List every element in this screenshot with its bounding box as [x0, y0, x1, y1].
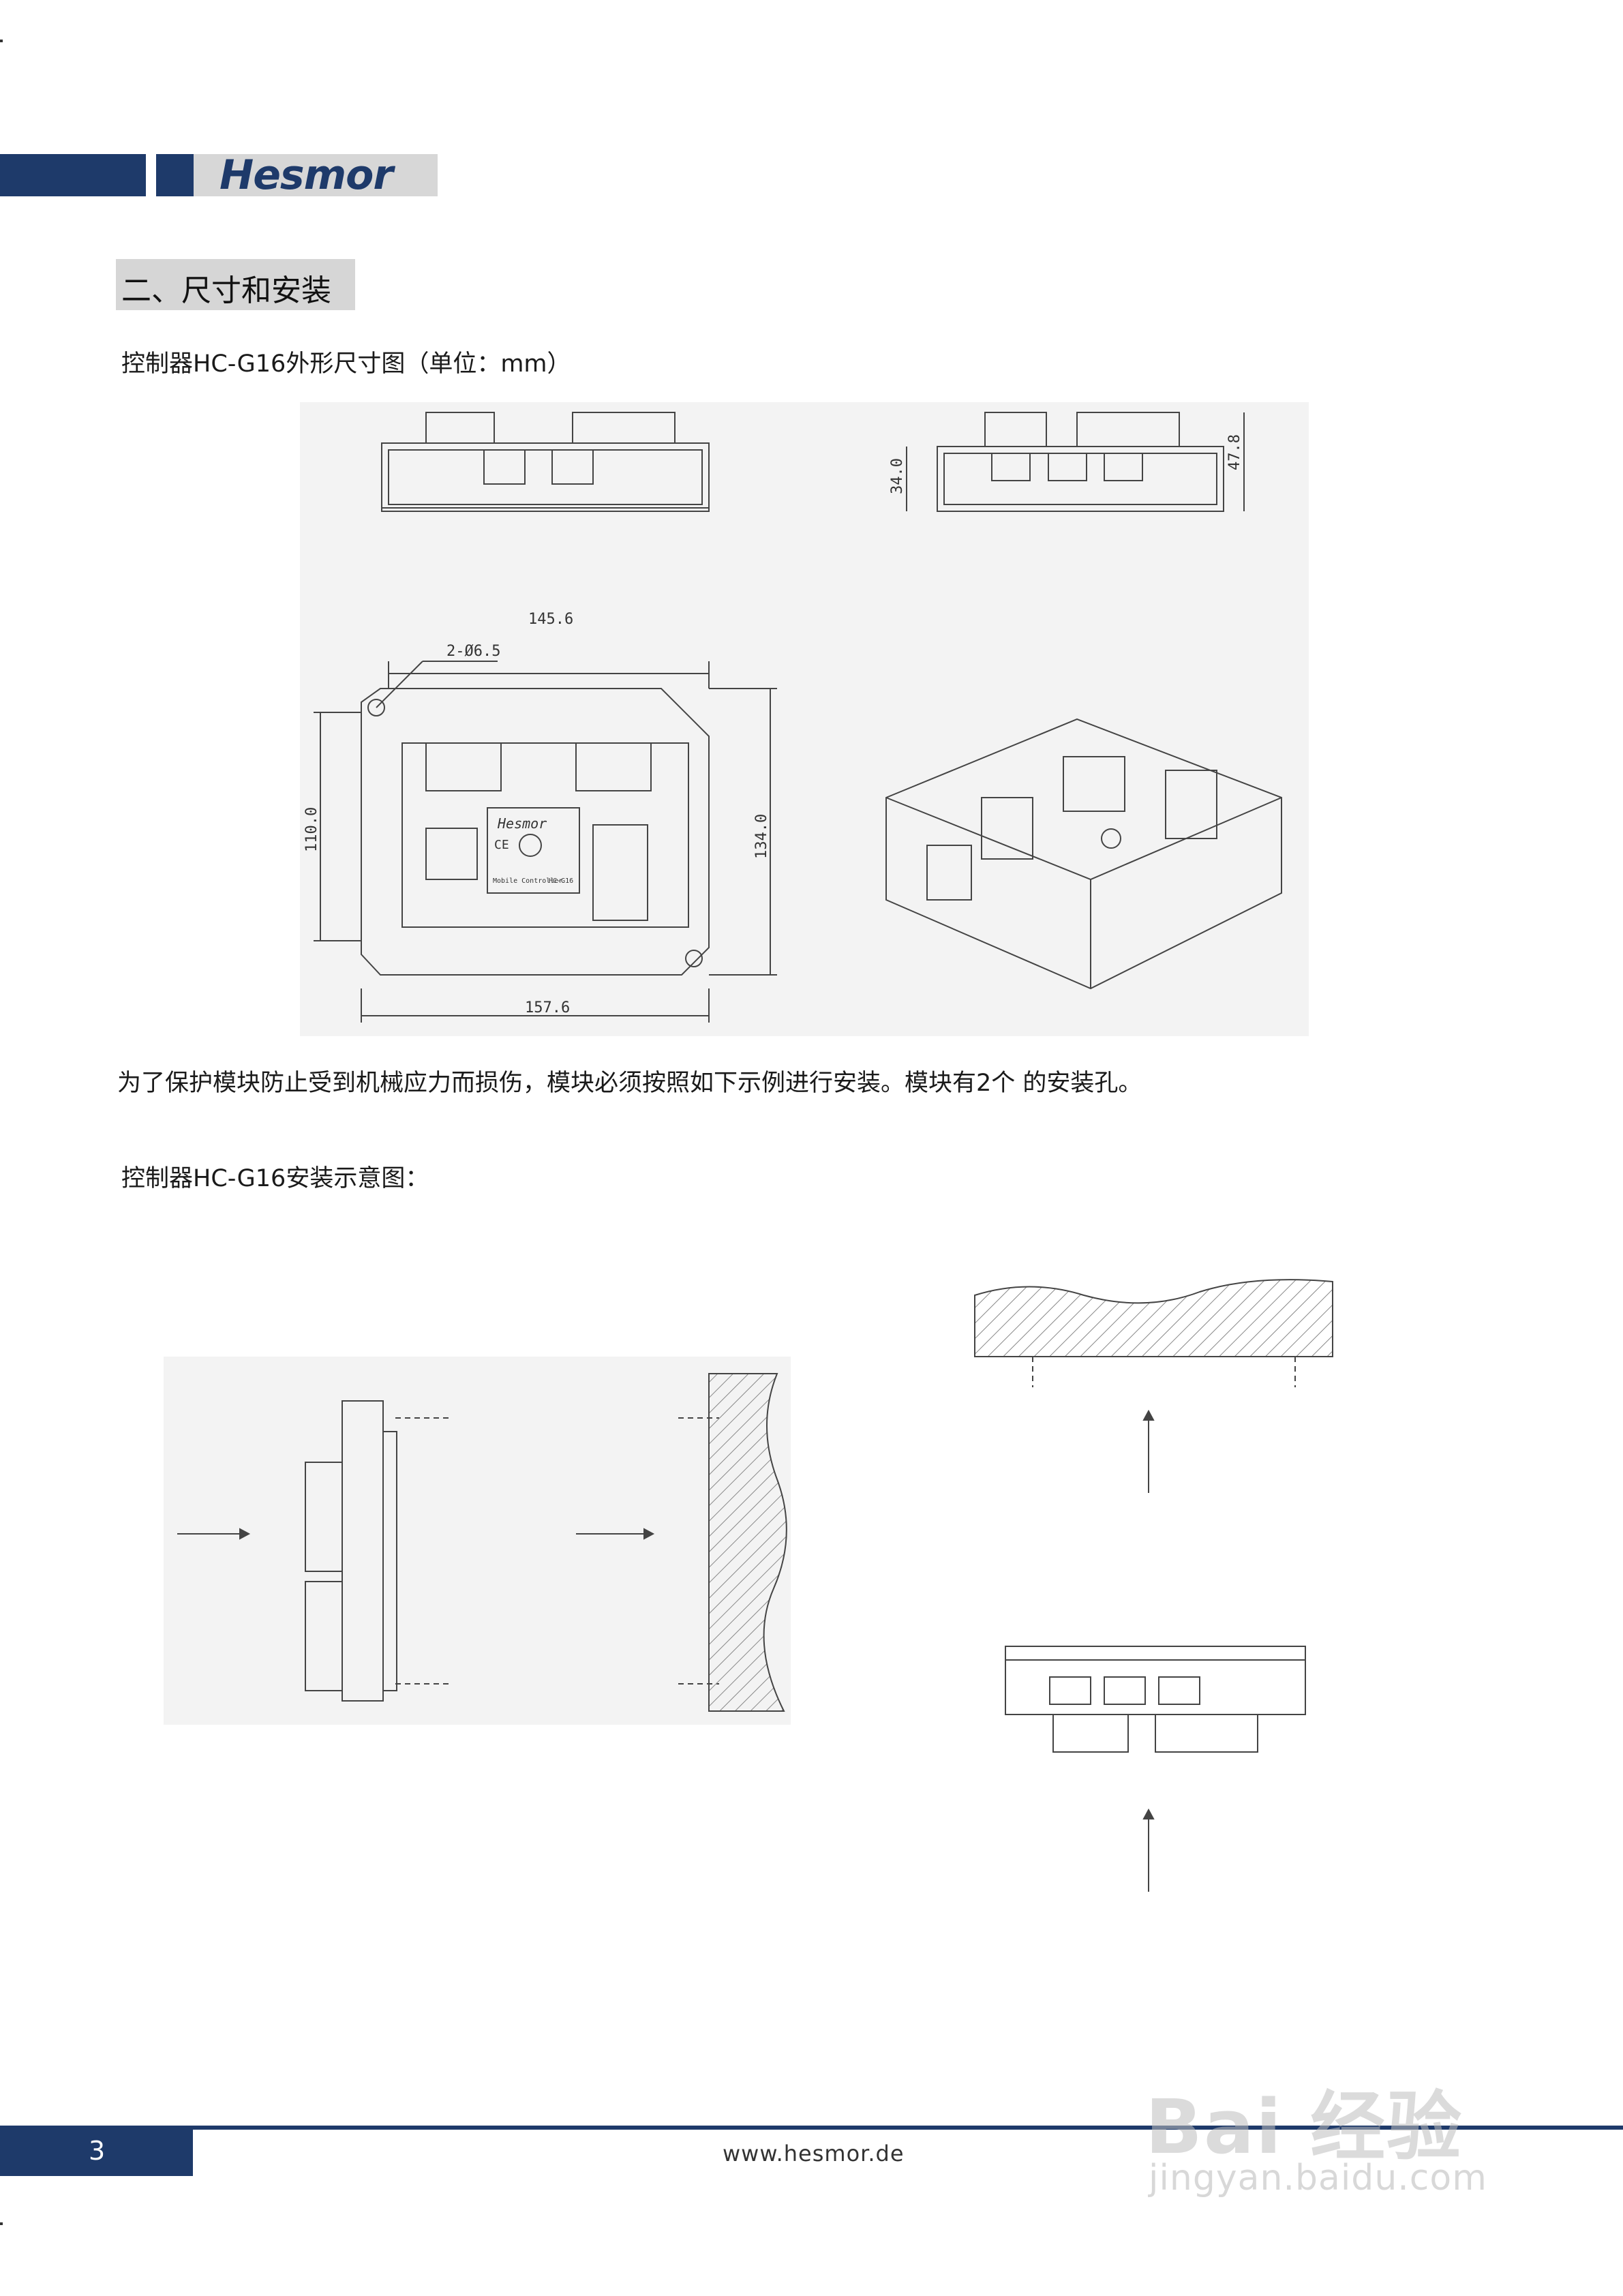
footer-url[interactable]: www.hesmor.de	[723, 2141, 905, 2166]
label-model: HC-G16	[549, 877, 573, 885]
page-number: 3	[89, 2136, 106, 2166]
install-drawing-side	[164, 1357, 791, 1725]
corner-mark	[0, 2222, 3, 2225]
install-top-svg	[974, 1279, 1333, 1892]
corner-mark	[0, 40, 3, 42]
brand-logo: Hesmor	[219, 151, 393, 199]
top-view	[314, 661, 777, 1023]
watermark-domain: jingyan.baidu.com	[1149, 2158, 1487, 2199]
dim-left: 110.0	[303, 807, 320, 852]
dim-hole: 2-Ø6.5	[446, 643, 500, 660]
dimension-drawing-caption: 控制器HC-G16外形尺寸图（单位：mm）	[121, 350, 571, 378]
dim-height-large: 47.8	[1226, 434, 1243, 470]
section-heading-box	[116, 259, 355, 310]
isometric-view	[885, 718, 1282, 990]
side-view	[906, 412, 1245, 512]
install-drawing-top	[968, 1268, 1336, 1895]
footer-page-box	[0, 2130, 193, 2176]
header-logo-box	[194, 154, 438, 196]
label-product: Mobile Controller	[493, 877, 562, 885]
header-bar	[0, 154, 146, 196]
dim-right: 134.0	[753, 814, 770, 859]
watermark-brand: Bai 经验	[1145, 2083, 1463, 2171]
dim-height-small: 34.0	[889, 458, 906, 494]
install-note: 为了保护模块防止受到机械应力而损伤，模块必须按照如下示例进行安装。模块有2个 的…	[117, 1070, 1142, 1097]
label-brand: Hesmor	[497, 815, 547, 832]
dim-width-bottom: 157.6	[525, 999, 570, 1016]
footer-line	[0, 2126, 1623, 2130]
header-bar-accent	[156, 154, 194, 196]
section-title: 二、尺寸和安装	[121, 273, 331, 308]
dimension-drawing-svg: 47.8 34.0 145.6 2-Ø6.5 110.0 134.0 157.6…	[303, 412, 1282, 1023]
label-ce: CE	[494, 838, 509, 852]
front-view	[381, 412, 710, 512]
dim-width-top: 145.6	[528, 611, 573, 628]
dimension-drawing: 47.8 34.0 145.6 2-Ø6.5 110.0 134.0 157.6…	[300, 402, 1309, 1036]
install-side-svg	[177, 1373, 787, 1712]
install-drawing-caption: 控制器HC-G16安装示意图：	[121, 1165, 429, 1192]
